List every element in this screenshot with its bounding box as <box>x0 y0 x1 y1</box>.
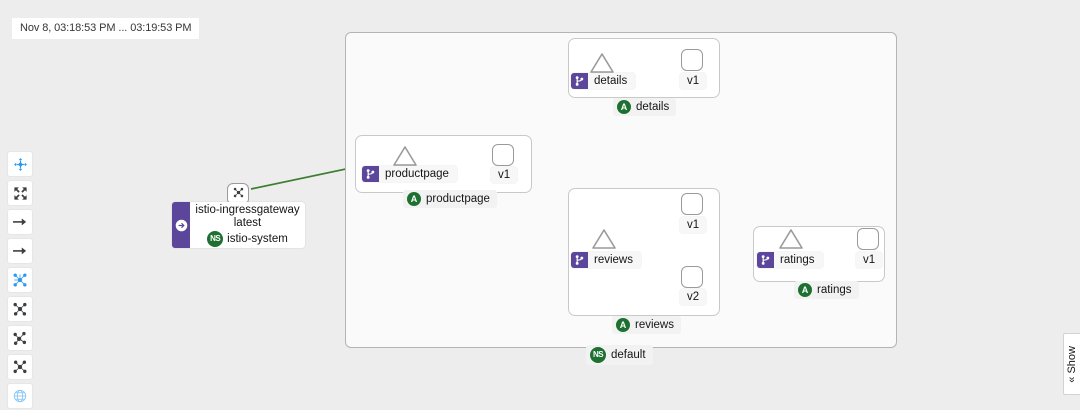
app-box-label-ratings: A ratings <box>794 281 859 299</box>
service-name-reviews: reviews <box>594 254 633 266</box>
service-name-ratings: ratings <box>780 254 815 266</box>
drag-pan-button[interactable] <box>8 152 32 176</box>
workload-arrow-icon <box>172 202 190 248</box>
service-node-icon <box>233 185 244 203</box>
service-badge-icon <box>571 252 588 268</box>
ingress-gateway-namespace: istio-system <box>227 232 288 245</box>
zoom-to-fit-button[interactable] <box>8 181 32 205</box>
layout-grid-icon <box>13 302 27 316</box>
app-badge: A <box>407 192 421 206</box>
namespace-name: default <box>611 349 646 361</box>
app-box-label-details: A details <box>613 98 677 116</box>
layout-breadthfirst-button[interactable] <box>8 355 32 379</box>
service-badge-icon <box>571 73 588 89</box>
app-name-details: details <box>636 101 670 113</box>
version-label-productpage-v1: v1 <box>491 167 518 183</box>
app-name-ratings: ratings <box>817 284 852 296</box>
graph-toolbar[interactable] <box>8 152 32 410</box>
namespace-badge: NS <box>207 230 224 247</box>
drag-pan-icon <box>13 157 27 171</box>
version-label-details-v1: v1 <box>680 73 707 89</box>
layout-dagre-icon <box>13 273 27 287</box>
hide-unused-button[interactable] <box>8 210 32 234</box>
app-name-productpage: productpage <box>426 193 490 205</box>
service-label-details: details <box>571 73 636 89</box>
ingress-service-node[interactable] <box>227 183 249 205</box>
expand-fit-icon <box>13 186 27 200</box>
side-panel-show-label: « Show <box>1066 345 1078 383</box>
layout-concentric-button[interactable] <box>8 326 32 350</box>
service-badge-icon <box>362 166 379 182</box>
version-node-productpage-v1[interactable] <box>492 144 514 166</box>
version-node-reviews-v1[interactable] <box>681 193 703 215</box>
arrow-right-alt-icon <box>13 245 27 257</box>
globe-namespace-icon <box>13 389 27 403</box>
namespace-badge: NS <box>590 347 606 363</box>
layout-breadthfirst-icon <box>13 360 27 374</box>
layout-grid-button[interactable] <box>8 297 32 321</box>
service-node-productpage[interactable] <box>392 145 418 167</box>
app-box-label-productpage: A productpage <box>403 190 497 208</box>
app-box-label-reviews: A reviews <box>612 316 681 334</box>
service-node-details[interactable] <box>589 52 615 74</box>
ingress-gateway-body: istio-ingressgateway latest NS istio-sys… <box>190 202 305 248</box>
service-badge-icon <box>757 252 774 268</box>
version-node-reviews-v2[interactable] <box>681 266 703 288</box>
app-badge: A <box>798 283 812 297</box>
version-node-ratings-v1[interactable] <box>857 228 879 250</box>
namespace-box-layout-button[interactable] <box>8 384 32 408</box>
ingress-gateway-node[interactable]: istio-ingressgateway latest NS istio-sys… <box>172 202 305 248</box>
namespace-box-label: NS default <box>586 345 653 365</box>
app-name-reviews: reviews <box>635 319 674 331</box>
version-node-details-v1[interactable] <box>681 49 703 71</box>
layout-concentric-icon <box>13 331 27 345</box>
service-label-reviews: reviews <box>571 252 641 268</box>
time-range-chip: Nov 8, 03:18:53 PM ... 03:19:53 PM <box>12 18 200 39</box>
version-label-reviews-v1: v1 <box>680 217 707 233</box>
show-text: Show <box>1066 345 1078 374</box>
version-label-ratings-v1: v1 <box>856 252 883 268</box>
service-label-productpage: productpage <box>362 166 457 182</box>
arrow-right-icon <box>13 216 27 228</box>
service-name-productpage: productpage <box>385 168 449 180</box>
side-panel-show-toggle[interactable]: « Show <box>1063 333 1080 395</box>
service-name-details: details <box>594 75 628 87</box>
version-label-reviews-v2: v2 <box>680 289 707 305</box>
ingress-gateway-namespace-row: NS istio-system <box>207 230 288 247</box>
app-badge: A <box>617 100 631 114</box>
layout-dagre-button[interactable] <box>8 268 32 292</box>
ingress-gateway-name: istio-ingressgateway <box>195 203 300 216</box>
service-node-reviews[interactable] <box>591 228 617 250</box>
ingress-gateway-version: latest <box>233 216 262 229</box>
service-node-ratings[interactable] <box>778 228 804 250</box>
service-label-ratings: ratings <box>757 252 823 268</box>
app-badge: A <box>616 318 630 332</box>
traffic-animation-button[interactable] <box>8 239 32 263</box>
